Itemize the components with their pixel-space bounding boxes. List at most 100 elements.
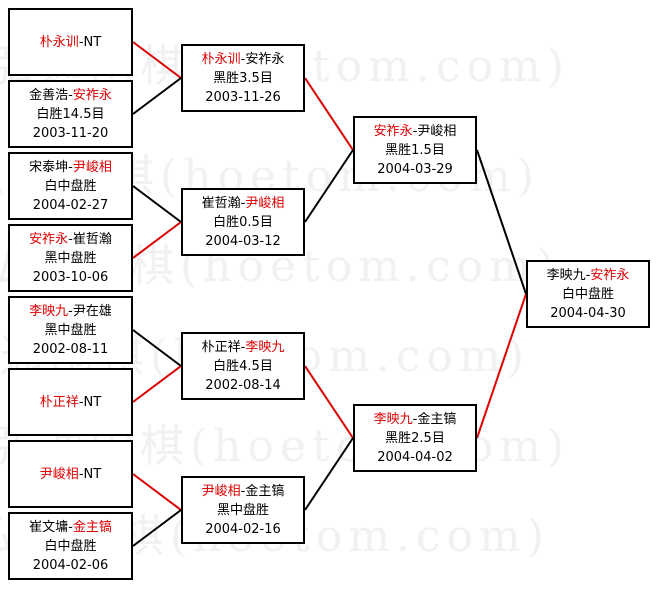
separator: - bbox=[412, 411, 418, 427]
match-players: 朴永训-NT bbox=[40, 33, 101, 52]
match-players: 尹峻相-金主镐 bbox=[202, 482, 285, 501]
separator: - bbox=[78, 394, 84, 410]
match-result: 白胜4.5目 bbox=[213, 358, 273, 374]
player-2: NT bbox=[83, 466, 102, 482]
match-date: 2003-10-06 bbox=[32, 269, 109, 285]
match-players: 安祚永-尹峻相 bbox=[374, 122, 457, 141]
connector-match-r2-1 bbox=[304, 77, 354, 151]
match-result: 白中盘胜 bbox=[44, 178, 97, 194]
match-date: 2002-08-14 bbox=[205, 377, 281, 393]
match-date: 2004-03-29 bbox=[377, 161, 453, 177]
separator: - bbox=[68, 303, 73, 319]
separator: - bbox=[68, 231, 73, 247]
player-2: 崔哲瀚 bbox=[72, 231, 112, 247]
connector-match-r2-4 bbox=[304, 437, 354, 511]
player-2: 尹峻相 bbox=[72, 159, 112, 175]
match-date: 2004-04-02 bbox=[377, 449, 453, 465]
match-r1-3: 宋泰坤-尹峻相 白中盘胜 2004-02-27 bbox=[8, 152, 133, 220]
match-players: 安祚永-崔哲瀚 bbox=[29, 230, 112, 249]
connector-match-r1-8 bbox=[132, 509, 182, 547]
player-2: NT bbox=[83, 34, 102, 50]
player-2: NT bbox=[83, 394, 102, 410]
match-date: 2004-02-16 bbox=[205, 521, 281, 537]
match-players: 崔文墉-金主镐 bbox=[29, 518, 112, 537]
player-1: 金善浩 bbox=[29, 87, 69, 103]
match-date: 2004-02-06 bbox=[32, 557, 109, 573]
match-date: 2004-04-30 bbox=[550, 305, 626, 321]
player-2: 安祚永 bbox=[245, 51, 285, 67]
match-players: 尹峻相-NT bbox=[40, 465, 101, 484]
player-2: 金主镐 bbox=[245, 483, 285, 499]
player-1: 李映九 bbox=[373, 411, 413, 427]
player-1: 朴永训 bbox=[201, 51, 241, 67]
match-r1-1: 朴永训-NT bbox=[8, 8, 133, 76]
match-r2-2: 崔哲瀚-尹峻相 白胜0.5目 2004-03-12 bbox=[181, 188, 305, 256]
connector-match-r3-2 bbox=[476, 293, 527, 439]
player-2: 安祚永 bbox=[590, 267, 630, 283]
player-1: 朴正祥 bbox=[201, 339, 241, 355]
separator: - bbox=[585, 267, 591, 283]
match-r1-5: 李映九-尹在雄 黑中盘胜 2002-08-11 bbox=[8, 296, 133, 364]
match-date: 2004-02-27 bbox=[32, 197, 109, 213]
player-2: 金主镐 bbox=[72, 519, 112, 535]
match-result: 黑中盘胜 bbox=[44, 322, 97, 338]
match-result: 黑胜2.5目 bbox=[385, 430, 445, 446]
player-1: 尹峻相 bbox=[201, 483, 241, 499]
match-r1-8: 崔文墉-金主镐 白中盘胜 2004-02-06 bbox=[8, 512, 133, 580]
separator: - bbox=[240, 339, 246, 355]
match-result: 黑中盘胜 bbox=[216, 502, 269, 518]
connector-match-r1-3 bbox=[132, 185, 182, 223]
player-1: 崔哲瀚 bbox=[201, 195, 241, 211]
match-players: 李映九-安祚永 bbox=[547, 266, 630, 285]
connector-match-r1-4 bbox=[132, 221, 182, 259]
match-date: 2004-03-12 bbox=[205, 233, 281, 249]
separator: - bbox=[78, 466, 84, 482]
connector-match-r1-5 bbox=[132, 329, 182, 367]
connector-match-r1-6 bbox=[132, 365, 182, 403]
player-1: 李映九 bbox=[29, 303, 69, 319]
match-players: 宋泰坤-尹峻相 bbox=[29, 158, 112, 177]
player-1: 崔文墉 bbox=[29, 519, 69, 535]
match-result: 黑中盘胜 bbox=[44, 250, 97, 266]
separator: - bbox=[68, 159, 73, 175]
connector-match-r2-2 bbox=[304, 149, 354, 223]
match-r2-4: 尹峻相-金主镐 黑中盘胜 2004-02-16 bbox=[181, 476, 305, 544]
separator: - bbox=[240, 483, 246, 499]
player-1: 宋泰坤 bbox=[29, 159, 69, 175]
match-r3-2: 李映九-金主镐 黑胜2.5目 2004-04-02 bbox=[353, 404, 477, 472]
match-result: 白胜14.5目 bbox=[36, 106, 105, 122]
player-1: 尹峻相 bbox=[39, 466, 79, 482]
connector-match-r1-1 bbox=[132, 41, 182, 79]
match-r1-6: 朴正祥-NT bbox=[8, 368, 133, 436]
match-r2-1: 朴永训-安祚永 黑胜3.5目 2003-11-26 bbox=[181, 44, 305, 112]
match-r3-1: 安祚永-尹峻相 黑胜1.5目 2004-03-29 bbox=[353, 116, 477, 184]
separator: - bbox=[68, 519, 73, 535]
match-players: 朴正祥-NT bbox=[40, 393, 101, 412]
player-1: 李映九 bbox=[546, 267, 586, 283]
match-r2-3: 朴正祥-李映九 白胜4.5目 2002-08-14 bbox=[181, 332, 305, 400]
separator: - bbox=[68, 87, 73, 103]
connector-match-r1-7 bbox=[132, 473, 182, 511]
match-players: 金善浩-安祚永 bbox=[29, 86, 112, 105]
connector-match-r3-1 bbox=[476, 149, 527, 295]
match-date: 2002-08-11 bbox=[32, 341, 109, 357]
player-1: 安祚永 bbox=[373, 123, 413, 139]
player-2: 尹峻相 bbox=[417, 123, 457, 139]
match-date: 2003-11-20 bbox=[32, 125, 109, 141]
match-result: 白胜0.5目 bbox=[213, 214, 273, 230]
match-players: 朴永训-安祚永 bbox=[202, 50, 285, 69]
player-1: 安祚永 bbox=[29, 231, 69, 247]
match-players: 李映九-尹在雄 bbox=[29, 302, 112, 321]
separator: - bbox=[412, 123, 418, 139]
match-result: 黑胜1.5目 bbox=[385, 142, 445, 158]
separator: - bbox=[78, 34, 84, 50]
match-players: 李映九-金主镐 bbox=[374, 410, 457, 429]
player-2: 安祚永 bbox=[72, 87, 112, 103]
match-r1-2: 金善浩-安祚永 白胜14.5目 2003-11-20 bbox=[8, 80, 133, 148]
connector-match-r1-2 bbox=[132, 77, 182, 115]
match-result: 白中盘胜 bbox=[44, 538, 97, 554]
separator: - bbox=[240, 195, 246, 211]
match-date: 2003-11-26 bbox=[205, 89, 281, 105]
